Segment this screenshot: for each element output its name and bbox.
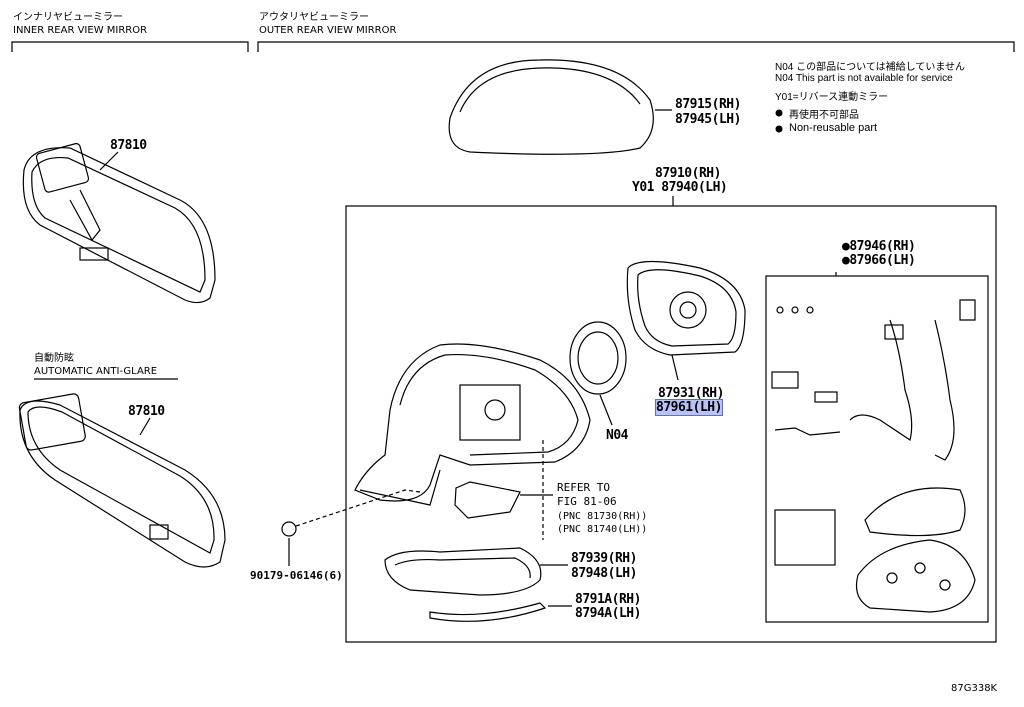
mirror-cover-drawing: [448, 59, 654, 155]
auto-header-en: AUTOMATIC ANTI-GLARE: [34, 366, 158, 377]
part-label-87810-top[interactable]: 87810: [110, 138, 147, 153]
figure-code: 87G338K: [951, 683, 998, 694]
refer-pnc-lh: (PNC 81740(LH)): [557, 524, 648, 535]
actuator-drawing: [569, 321, 627, 395]
part-label-garnish-lh[interactable]: 8794A(LH): [575, 606, 641, 621]
legend-n04-en: N04 This part is not available for servi…: [775, 73, 953, 84]
part-label-harness-lh[interactable]: ●87966(LH): [842, 253, 916, 268]
auto-header-jp: 自動防眩: [34, 353, 74, 364]
part-label-glass-rh[interactable]: 87931(RH): [658, 386, 724, 401]
part-label-harness-rh[interactable]: ●87946(RH): [842, 239, 916, 254]
part-label-cover-rh[interactable]: 87915(RH): [675, 97, 741, 112]
outer-header-en: OUTER REAR VIEW MIRROR: [259, 25, 397, 36]
bullet-en: [775, 125, 783, 133]
mirror-housing-drawing: [354, 343, 591, 506]
part-label-clip[interactable]: 90179-06146(6): [250, 569, 343, 582]
legend-nonreuse-en: Non-reusable part: [789, 122, 878, 134]
dashed-leader-clip: [295, 489, 421, 527]
mirror-glass-drawing: [626, 260, 746, 356]
inner-section-bracket: [11, 41, 249, 52]
part-label-signal-rh[interactable]: 87939(RH): [571, 551, 637, 566]
outer-header-jp: アウタリヤビューミラー: [259, 12, 369, 23]
inner-header-jp: インナリヤビューミラー: [13, 12, 123, 23]
inner-mirror-drawing: [22, 143, 216, 304]
leader-87810-top: [99, 151, 119, 171]
refer-label-2[interactable]: FIG 81-06: [557, 495, 617, 508]
part-label-glass-lh[interactable]: 87961(LH): [655, 399, 723, 416]
auto-inner-mirror-drawing: [18, 393, 226, 568]
leader-n04: [599, 394, 613, 426]
part-label-87810-auto[interactable]: 87810: [128, 404, 165, 419]
refer-label-1[interactable]: REFER TO: [557, 481, 610, 494]
legend-nonreuse-jp: 再使用不可部品: [789, 110, 859, 121]
inner-header-en: INNER REAR VIEW MIRROR: [13, 25, 148, 36]
leader-glass: [671, 354, 679, 381]
harness-box: [765, 275, 989, 623]
bracket-drawing: [454, 481, 521, 519]
bullet-jp: [775, 109, 783, 117]
assembly-box: [345, 205, 997, 643]
part-label-garnish-rh[interactable]: 8791A(RH): [575, 592, 641, 607]
clip-drawing: [281, 521, 297, 537]
outer-section-bracket: [257, 41, 1015, 52]
refer-pnc-rh: (PNC 81730(RH)): [557, 511, 648, 522]
leader-87810-bottom: [139, 417, 151, 436]
turn-signal-drawing: [384, 547, 542, 596]
garnish-drawing: [429, 602, 547, 622]
part-label-assy-lh[interactable]: Y01 87940(LH): [632, 180, 728, 195]
part-label-n04[interactable]: N04: [606, 428, 628, 443]
legend-n04-jp: N04 この部品については補給していません: [775, 62, 966, 73]
legend-y01-jp: Y01=リバース連動ミラー: [775, 92, 889, 103]
part-label-signal-lh[interactable]: 87948(LH): [571, 566, 637, 581]
part-label-assy-rh[interactable]: 87910(RH): [655, 166, 721, 181]
harness-drawing: [771, 299, 976, 613]
part-label-cover-lh[interactable]: 87945(LH): [675, 112, 741, 127]
